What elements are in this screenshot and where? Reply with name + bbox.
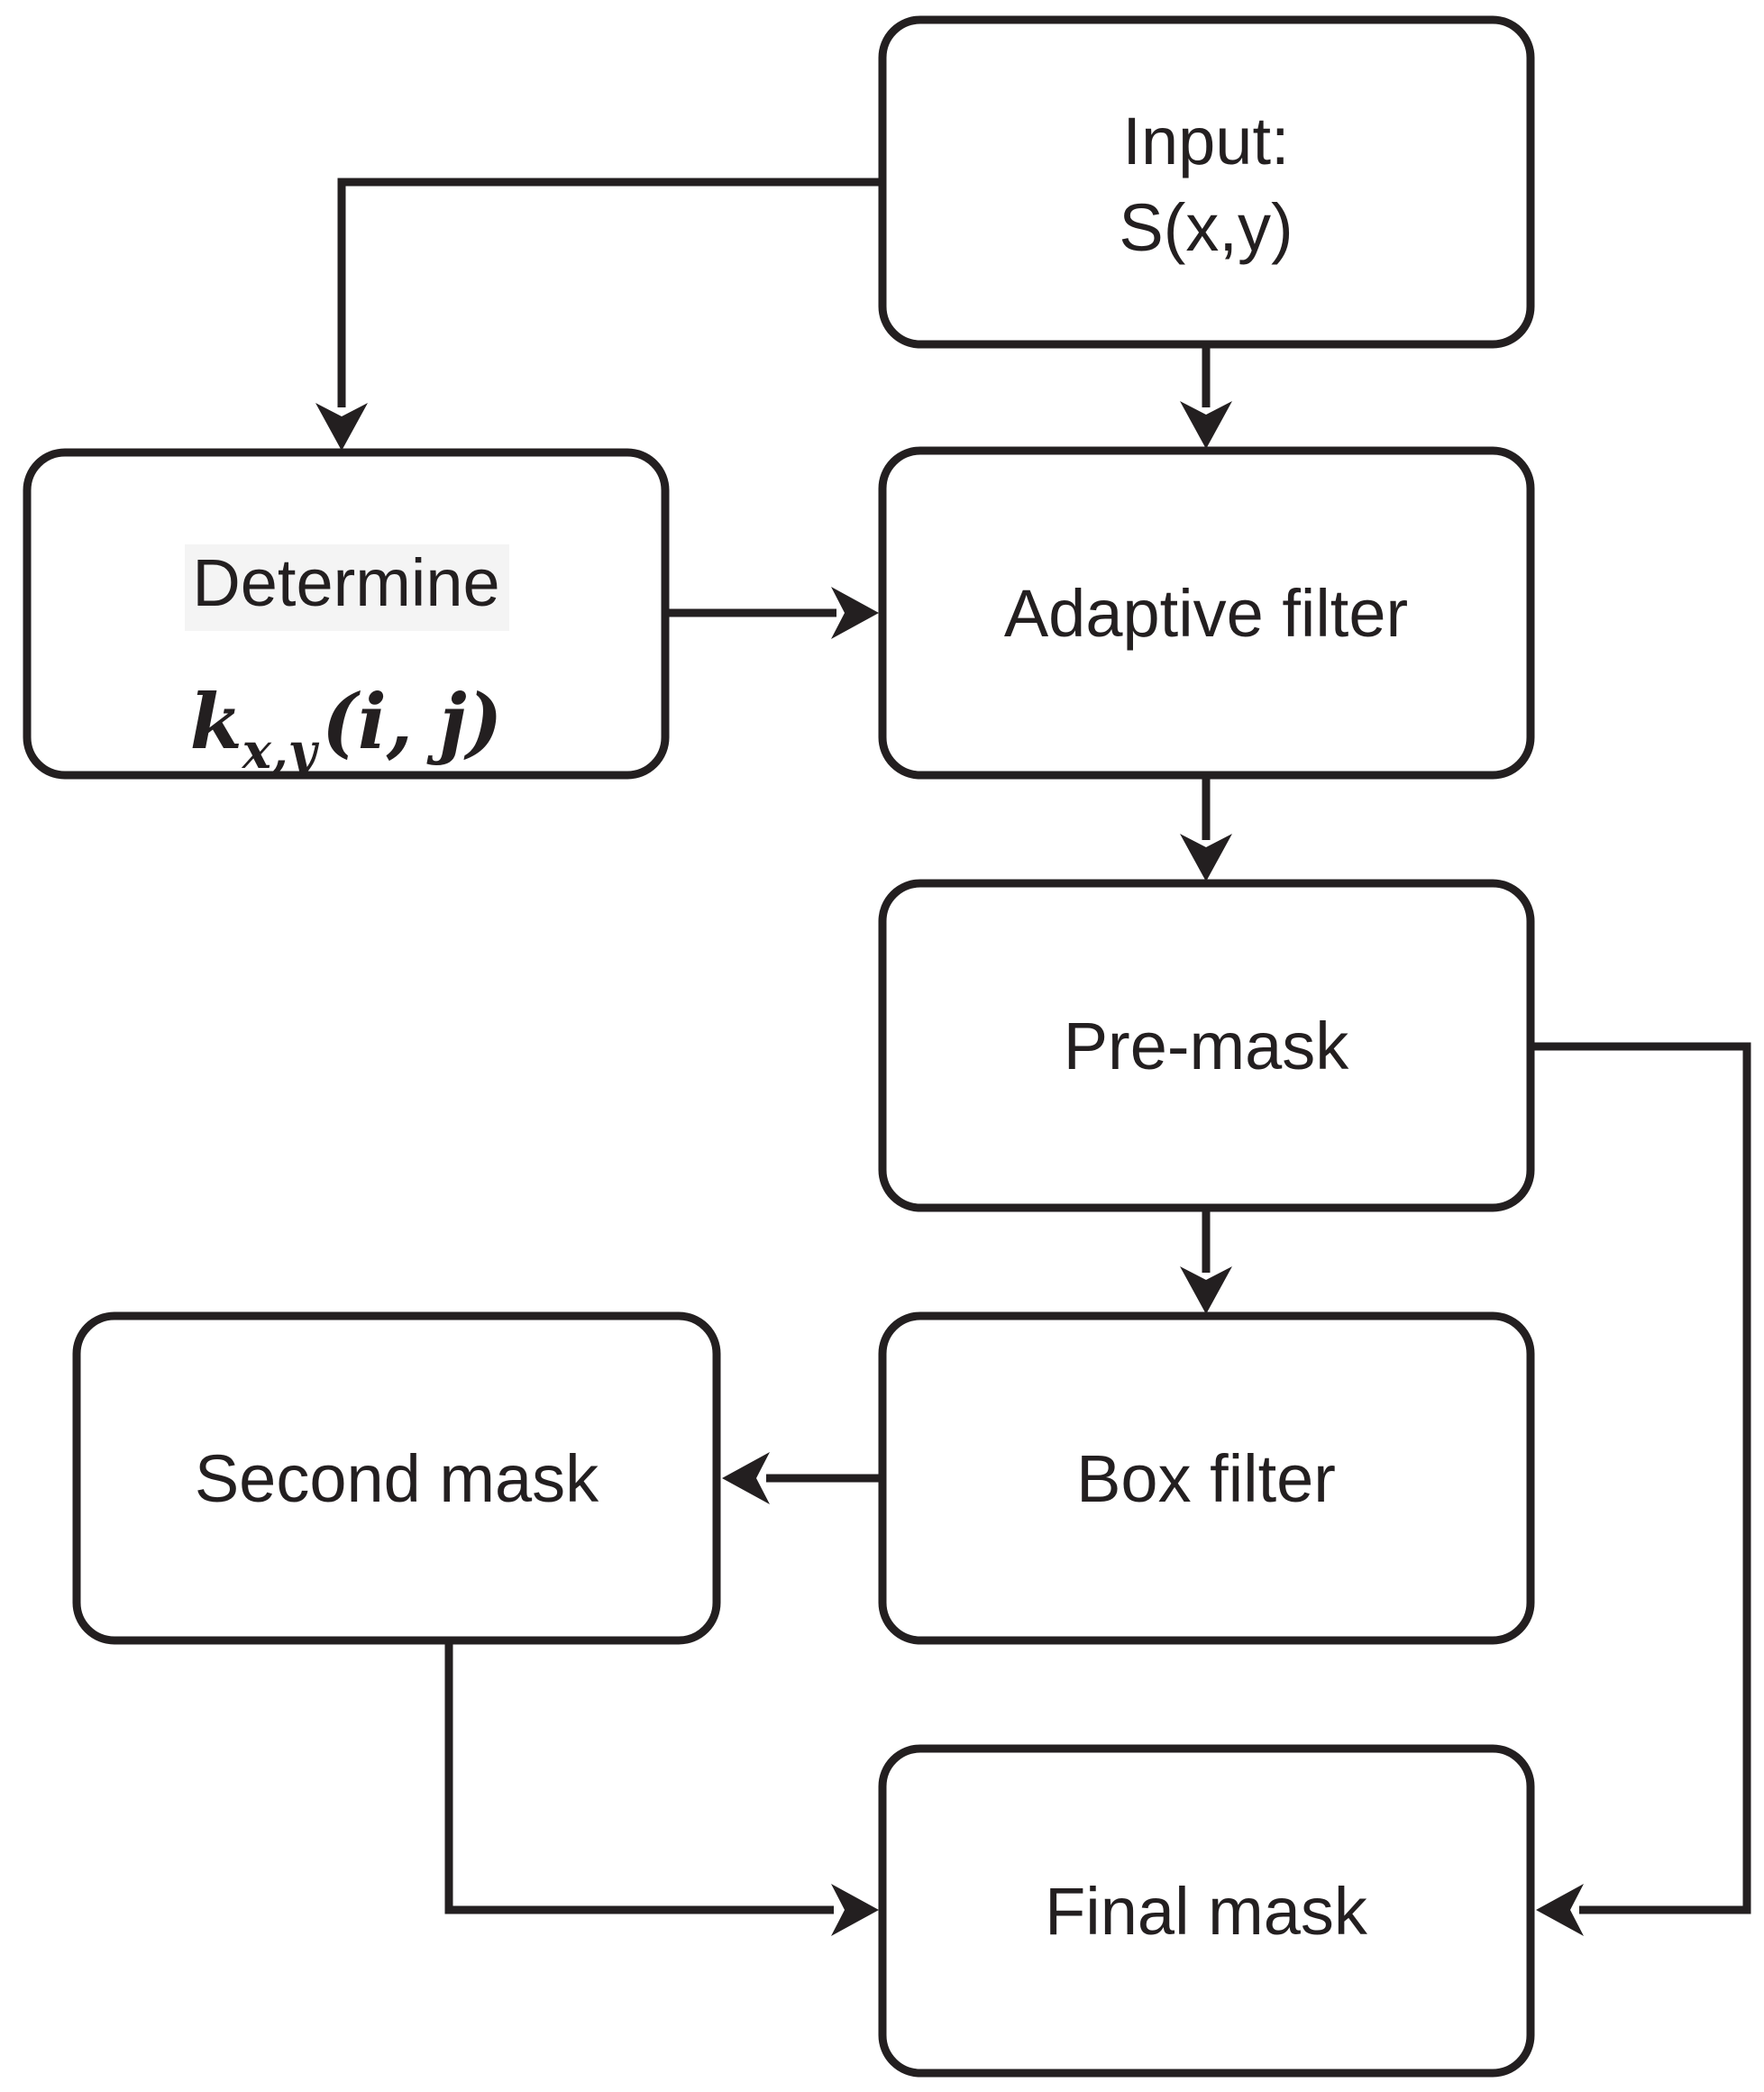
arrow-pre-mask-to-box-filter — [1180, 1210, 1232, 1314]
arrow-input-to-determine — [315, 178, 882, 451]
determine-label: Determine — [192, 545, 499, 620]
node-input: Input: S(x,y) — [878, 15, 1535, 349]
node-box-filter: Box filter — [878, 1311, 1535, 1645]
determine-label-highlight — [185, 544, 509, 631]
pre-mask-label: Pre-mask — [1064, 1009, 1350, 1083]
arrow-box-filter-to-second-mask — [722, 1452, 881, 1504]
node-adaptive-filter: Adaptive filter — [878, 446, 1535, 780]
formula-base: k — [190, 677, 242, 766]
adaptive-filter-label: Adaptive filter — [1004, 576, 1408, 651]
node-second-mask: Second mask — [72, 1311, 721, 1645]
second-mask-box — [72, 1311, 721, 1645]
box-filter-box — [878, 1311, 1535, 1645]
input-label-line1: Input: — [1122, 104, 1289, 178]
formula-subscript: x,y — [242, 722, 320, 780]
input-label-line2: S(x,y) — [1119, 190, 1293, 265]
determine-formula: kx,y(i, j) — [190, 677, 503, 780]
final-mask-box — [878, 1744, 1535, 2078]
arrow-second-mask-to-final-mask — [444, 1642, 879, 1936]
input-box — [878, 15, 1535, 349]
second-mask-label: Second mask — [195, 1441, 599, 1516]
final-mask-label: Final mask — [1045, 1874, 1368, 1949]
arrow-determine-to-adaptive-filter — [667, 587, 879, 639]
formula-arguments: (i, j) — [322, 677, 502, 766]
box-filter-label: Box filter — [1076, 1441, 1336, 1516]
node-determine: Determine kx,y(i, j) — [23, 448, 670, 780]
node-final-mask: Final mask — [878, 1744, 1535, 2078]
arrow-input-to-adaptive-filter — [1180, 346, 1232, 449]
arrow-pre-mask-to-final-mask — [1532, 1042, 1751, 1936]
node-pre-mask: Pre-mask — [878, 879, 1535, 1212]
arrow-adaptive-filter-to-pre-mask — [1180, 777, 1232, 882]
pre-mask-box — [878, 879, 1535, 1212]
adaptive-filter-box — [878, 446, 1535, 780]
